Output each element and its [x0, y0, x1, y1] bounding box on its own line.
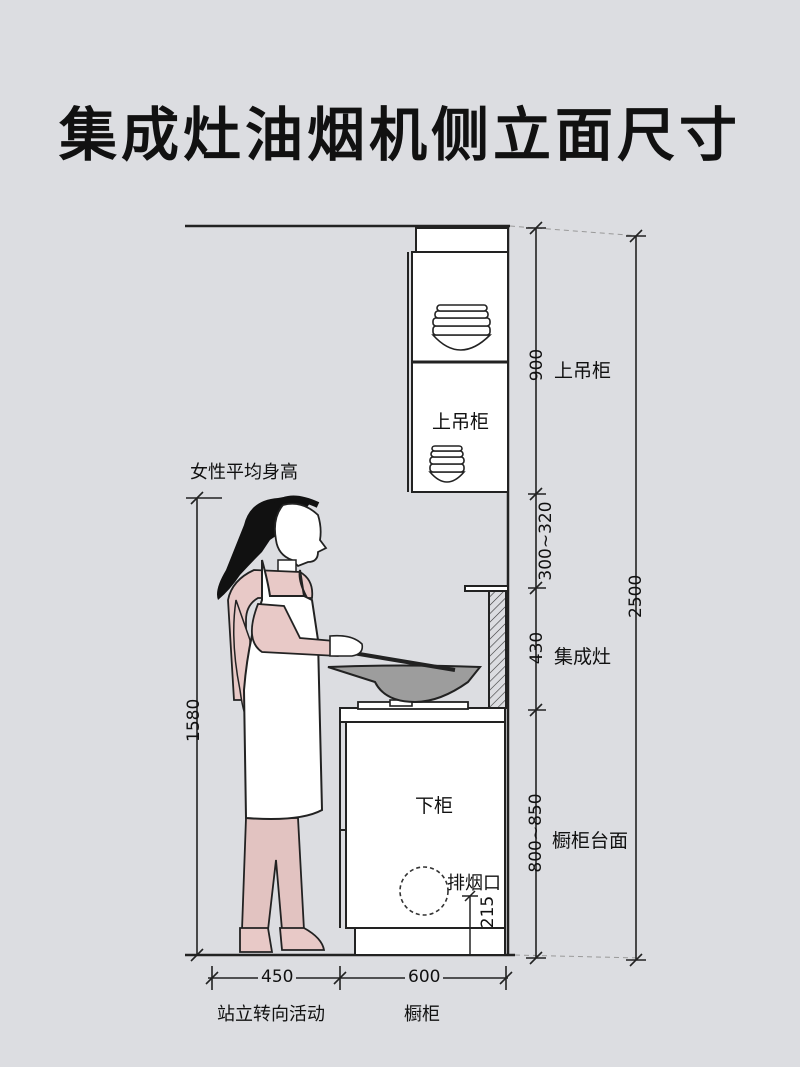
- label-standing-space: 站立转向活动: [217, 1004, 325, 1025]
- label-lower-cabinet: 下柜: [415, 795, 454, 817]
- dim-upper-cabinet: 900: [527, 348, 547, 382]
- exhaust-port-circle: [399, 866, 449, 916]
- depth-dimension: [205, 966, 513, 990]
- total-height-dimension: [626, 229, 646, 967]
- stove-backsplash: [464, 585, 509, 709]
- dim-total: 2500: [626, 574, 646, 618]
- page-title: 集成灶油烟机侧立面尺寸: [58, 101, 741, 169]
- dim-female: 1580: [184, 698, 204, 742]
- dim-counter: 800~850: [526, 793, 546, 873]
- dim-stove: 430: [527, 631, 547, 665]
- upper-cabinet: [407, 227, 509, 493]
- label-integrated-stove: 集成灶: [554, 646, 612, 668]
- lower-cabinet: [339, 707, 506, 956]
- woman-figure: [217, 495, 364, 953]
- dim-gap: 300~320: [536, 501, 556, 581]
- wok-and-burner: [327, 648, 483, 710]
- height-chain-dimension: [526, 221, 546, 965]
- label-upper-cabinet-inside: 上吊柜: [432, 411, 490, 433]
- bowl-stack-lower: [428, 445, 466, 483]
- label-female-height: 女性平均身高: [190, 462, 298, 483]
- female-height-dimension: [186, 491, 222, 962]
- dim-cabinet: 600: [405, 967, 444, 987]
- label-exhaust-port: 排烟口: [447, 873, 501, 894]
- dim-standing: 450: [258, 967, 297, 987]
- exhaust-height-dimension: [462, 890, 478, 955]
- dim-exhaust: 215: [478, 895, 498, 929]
- label-countertop: 橱柜台面: [552, 830, 629, 852]
- bowl-stack-upper: [431, 304, 492, 351]
- label-upper-cabinet-side: 上吊柜: [554, 360, 612, 382]
- label-cabinet: 橱柜: [404, 1004, 440, 1025]
